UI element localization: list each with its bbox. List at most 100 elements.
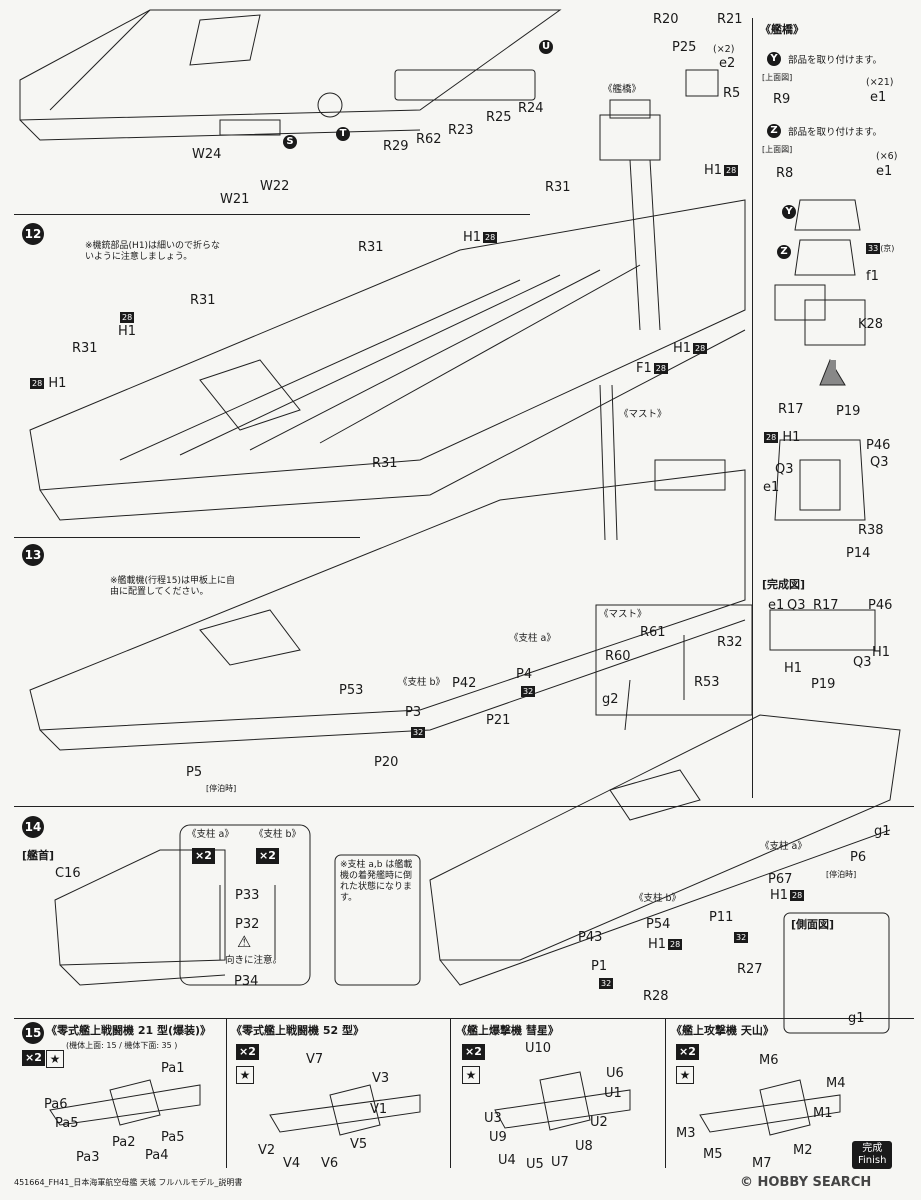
bridge-title: 《艦橋》 xyxy=(760,23,804,36)
step-number-14: 14 xyxy=(22,816,44,838)
label-v7: V7 xyxy=(306,1052,324,1067)
label-r53: R53 xyxy=(694,675,720,690)
rule-15-c xyxy=(665,1018,666,1168)
shichu-a-14: 《支柱 a》 xyxy=(187,829,234,840)
label-v1: V1 xyxy=(370,1102,388,1117)
marker-u: U xyxy=(539,40,553,54)
label-p67: P67 xyxy=(768,872,793,887)
label-m4: M4 xyxy=(826,1076,846,1091)
label-u1: U1 xyxy=(604,1086,622,1101)
label-r31-1: R31 xyxy=(545,180,571,195)
label-g2: g2 xyxy=(602,692,619,707)
marker-y: Y xyxy=(767,52,781,66)
label-r23: R23 xyxy=(448,123,474,138)
label-c-r17: R17 xyxy=(813,598,839,613)
label-v4: V4 xyxy=(283,1156,301,1171)
label-r27: R27 xyxy=(737,962,763,977)
rule-15-top xyxy=(14,1018,914,1019)
footer-code: 451664_FH41_日本海軍航空母艦 天城 フルハルモデル_説明書 xyxy=(14,1178,243,1187)
label-k28: K28 xyxy=(858,317,884,332)
label-r20: R20 xyxy=(653,12,679,27)
label-v3: V3 xyxy=(372,1071,390,1086)
label-m7: M7 xyxy=(752,1156,772,1171)
bridge-complete-title: [完成図] xyxy=(762,578,806,591)
watermark: © HOBBY SEARCH xyxy=(740,1175,872,1190)
label-h1-bridge: 28 H1 xyxy=(764,430,801,445)
label-u10: U10 xyxy=(525,1041,552,1056)
label-c-p46: P46 xyxy=(868,598,893,613)
label-g1: g1 xyxy=(874,824,891,839)
zero21-star-icon: ★ xyxy=(46,1050,64,1068)
label-p42: P42 xyxy=(452,676,477,691)
marker-y-2: Y xyxy=(782,205,796,219)
warning-icon: ⚠ xyxy=(237,932,252,951)
label-r31-4: R31 xyxy=(72,341,98,356)
label-p6: P6 xyxy=(850,850,867,865)
label-h1-12d: 28 H1 xyxy=(30,376,67,391)
marker-z-2: Z xyxy=(777,245,791,259)
label-32-p4: 32 xyxy=(521,686,536,697)
step13-note: ※艦載機(行程15)は甲板上に自由に配置してください。 xyxy=(110,576,236,597)
label-x2-top: (×2) xyxy=(713,44,735,55)
plane-zero21-sub: (機体上面: 15 / 機体下面: 35 ) xyxy=(66,1041,178,1050)
label-33-kyo: 33(京) xyxy=(866,243,895,254)
label-f1: f1 xyxy=(866,269,879,284)
label-e1-a: e1 xyxy=(870,90,887,105)
marker-z: Z xyxy=(767,124,781,138)
label-v6: V6 xyxy=(321,1156,339,1171)
label-r62: R62 xyxy=(416,132,442,147)
label-c-p19: P19 xyxy=(811,677,836,692)
label-c-q3: Q3 xyxy=(787,598,806,613)
bridge-top-view-2: [上面図] xyxy=(762,145,793,154)
mast-box-title: 《マスト》 xyxy=(599,609,647,620)
label-p14: P14 xyxy=(846,546,871,561)
label-p33: P33 xyxy=(235,888,260,903)
step12-note: ※機銃部品(H1)は細いので折らないように注意しましょう。 xyxy=(85,241,221,262)
label-p43: P43 xyxy=(578,930,603,945)
label-pa4: Pa4 xyxy=(145,1148,169,1163)
label-r8: R8 xyxy=(776,166,794,181)
label-u5: U5 xyxy=(526,1157,544,1172)
label-r31-5: R31 xyxy=(372,456,398,471)
label-g1-b: g1 xyxy=(848,1011,865,1026)
label-c-q3-b: Q3 xyxy=(853,655,872,670)
label-u3: U3 xyxy=(484,1111,502,1126)
label-e2: e2 xyxy=(719,56,736,71)
label-r21: R21 xyxy=(717,12,743,27)
marker-s: S xyxy=(283,135,297,149)
label-e1-c: e1 xyxy=(763,480,780,495)
label-p46: P46 xyxy=(866,438,891,453)
label-r9: R9 xyxy=(773,92,791,107)
kanshu-label: [艦首] xyxy=(22,849,55,862)
label-v5: V5 xyxy=(350,1137,368,1152)
label-r29: R29 xyxy=(383,139,409,154)
muki-note: 向きに注意。 xyxy=(225,955,283,966)
suisei-x2: ×2 xyxy=(462,1044,485,1060)
shichu-b-14b: 《支柱 b》 xyxy=(634,893,682,904)
step14-note: ※支柱 a,b は艦載機の着発艦時に倒れた状態になります。 xyxy=(340,860,413,903)
label-r5: R5 xyxy=(723,86,741,101)
shichu-a-label: 《支柱 a》 xyxy=(509,633,556,644)
label-r38: R38 xyxy=(858,523,884,538)
shichu-b-label: 《支柱 b》 xyxy=(398,677,446,688)
label-m3: M3 xyxy=(676,1126,696,1141)
label-c-h1-a: H1 xyxy=(784,661,803,676)
label-pa6: Pa6 xyxy=(44,1097,68,1112)
label-teihaku-14: [停泊時] xyxy=(826,870,857,879)
rule-14-top xyxy=(14,806,914,807)
mast-label: 《マスト》 xyxy=(619,409,667,420)
label-p19: P19 xyxy=(836,404,861,419)
label-kankyo-top: 《艦橋》 xyxy=(603,84,642,95)
label-r25: R25 xyxy=(486,110,512,125)
label-p21: P21 xyxy=(486,713,511,728)
x2-badge-a: ×2 xyxy=(192,848,215,864)
label-c-e1: e1 xyxy=(768,598,785,613)
label-q3-b: Q3 xyxy=(870,455,889,470)
label-32-p11: 32 xyxy=(734,932,749,943)
zero52-star-icon: ★ xyxy=(236,1066,254,1084)
label-p11: P11 xyxy=(709,910,734,925)
label-p53: P53 xyxy=(339,683,364,698)
